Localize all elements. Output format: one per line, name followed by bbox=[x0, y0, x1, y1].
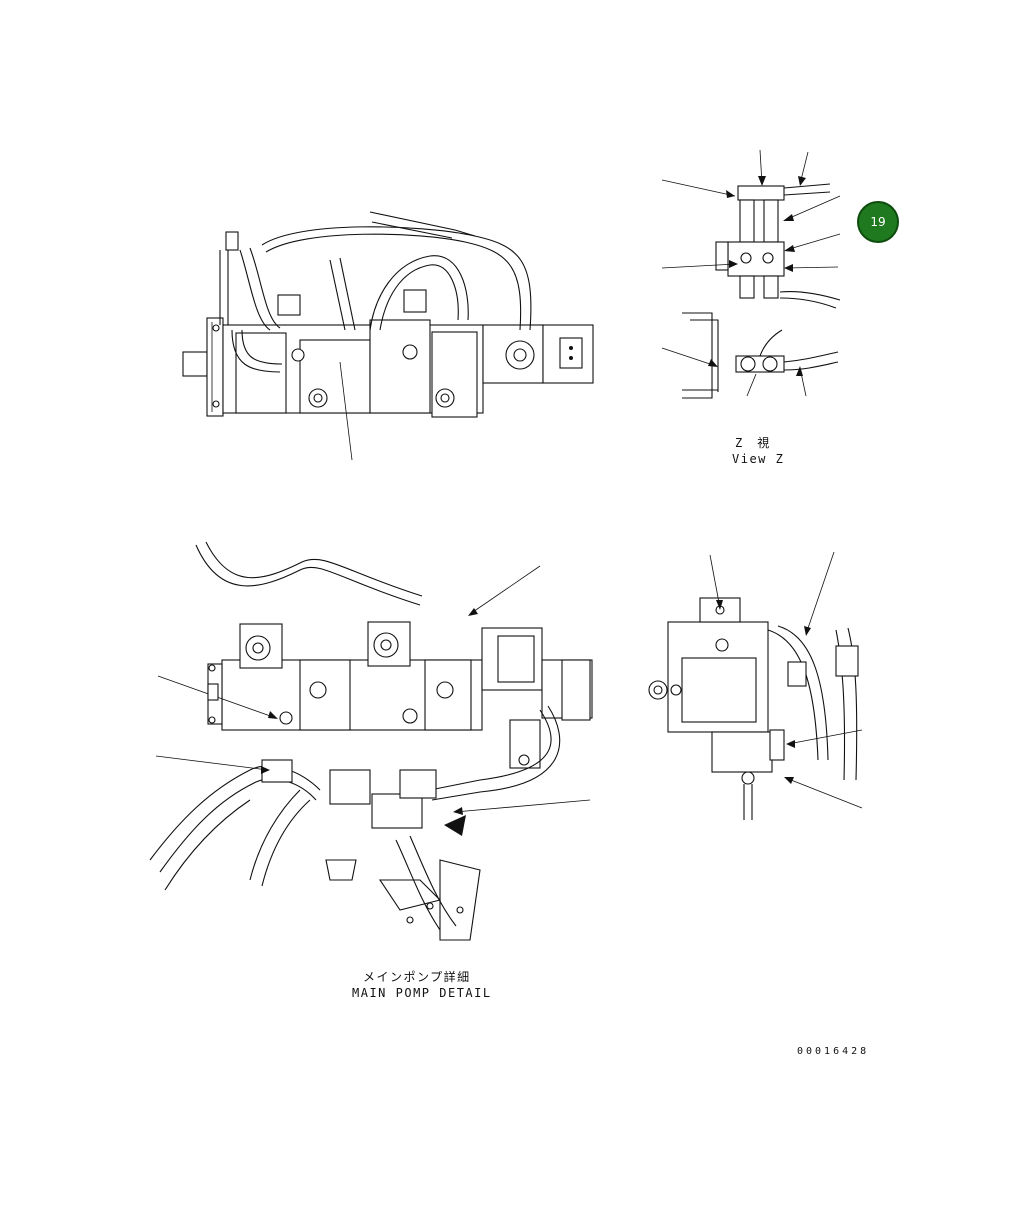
callout-number-badge: 19 bbox=[857, 201, 899, 243]
pump-assembly-top-view bbox=[182, 211, 594, 461]
main-pump-detail-drawing bbox=[149, 541, 593, 941]
main-pump-detail-title-en: MAIN POMP DETAIL bbox=[352, 986, 492, 1000]
view-z-detail bbox=[661, 149, 841, 399]
valve-detail-side bbox=[648, 551, 863, 820]
drawing-number: 00016428 bbox=[797, 1046, 870, 1057]
view-z-title-en: View Z bbox=[732, 452, 785, 466]
main-pump-detail-title-jp: メインポンプ詳細 bbox=[363, 970, 471, 984]
view-z-title-jp: Z 視 bbox=[735, 436, 771, 450]
badge-number: 19 bbox=[870, 215, 886, 229]
